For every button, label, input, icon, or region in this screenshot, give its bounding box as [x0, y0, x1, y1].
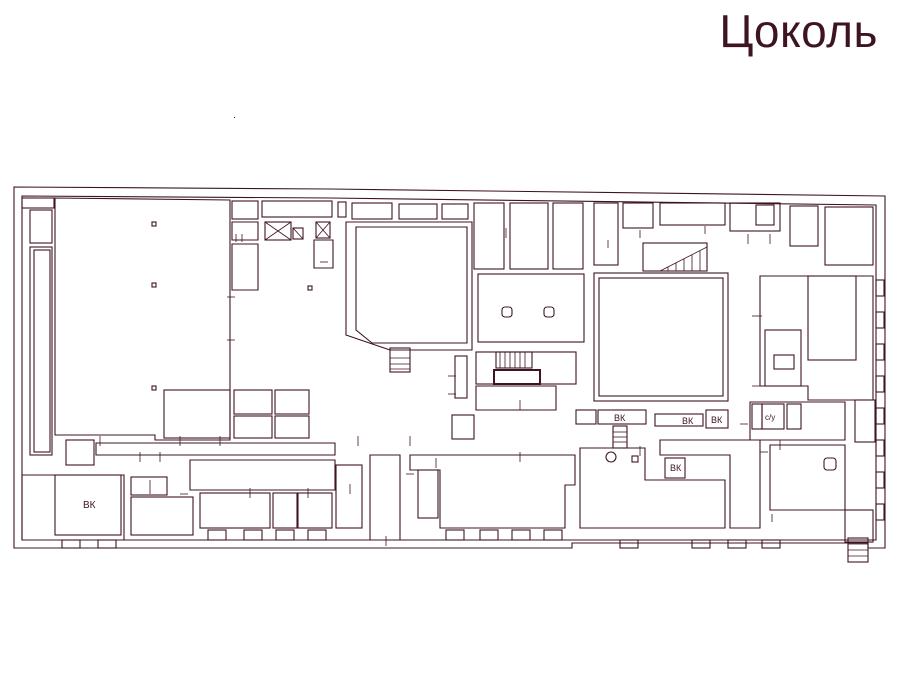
label-vk-west: ВК — [83, 500, 96, 511]
south-rooms — [21, 439, 874, 543]
label-vk-central: ВК — [614, 413, 626, 423]
building-outline — [13, 186, 886, 549]
stray-dot — [234, 117, 235, 118]
label-vk-east-a: ВК — [682, 416, 694, 426]
page-title: Цоколь — [719, 5, 878, 57]
service-rooms — [231, 200, 347, 439]
east-rooms — [605, 275, 876, 471]
west-hall — [54, 197, 231, 441]
window-notches — [61, 529, 781, 549]
central-core — [451, 351, 729, 449]
room-labels: ВК ВК ВК ВК ВК с/у — [83, 413, 775, 511]
label-vk-south: ВК — [670, 463, 682, 473]
label-vk-east-b: ВК — [711, 415, 723, 425]
central-hall — [345, 202, 473, 373]
stair-block — [642, 202, 874, 272]
north-rooms — [473, 202, 729, 402]
east-windows — [875, 279, 885, 521]
door-markers — [99, 226, 781, 546]
entrance-stairs — [847, 537, 869, 563]
label-wc: с/у — [765, 413, 775, 422]
west-corridor — [21, 197, 95, 466]
